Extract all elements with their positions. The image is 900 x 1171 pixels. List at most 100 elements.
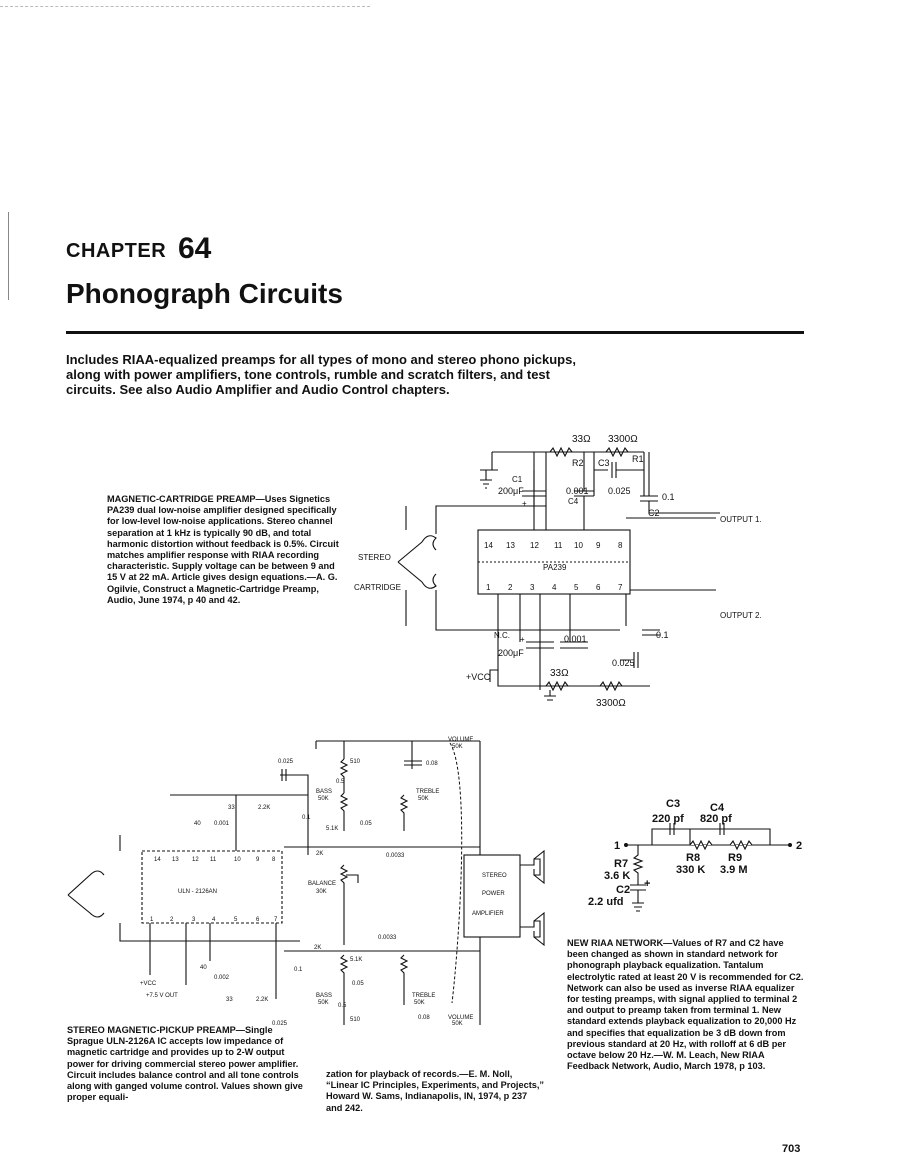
label-treble-bot: TREBLE xyxy=(412,993,435,999)
label-c2: C2 xyxy=(648,508,660,518)
label-r7-val: 3.6 K xyxy=(604,870,630,882)
ic2-pin-3: 3 xyxy=(192,917,196,923)
label-cartridge: CARTRIDGE xyxy=(354,583,401,592)
capacitor-network xyxy=(664,823,734,835)
label-r22k: 2.2K xyxy=(258,805,270,811)
caption-title-2: STEREO MAGNETIC-PICKUP PREAMP xyxy=(67,1025,236,1035)
terminal-1: 1 xyxy=(614,840,620,852)
label-c0001: 0.001 xyxy=(214,821,230,827)
chapter-number: 64 xyxy=(178,232,212,265)
resistor-r2 xyxy=(549,446,573,458)
label-treble-val: 50K xyxy=(418,796,429,802)
caption-body-3: zation for playback of records.—E. M. No… xyxy=(326,1069,545,1113)
pin-14: 14 xyxy=(484,541,493,550)
ic-uln2126an xyxy=(141,850,283,924)
label-r2: R2 xyxy=(572,458,584,468)
label-volume-top: VOLUME xyxy=(448,737,473,743)
label-c4-riaa: C4 xyxy=(710,802,725,814)
ic2-pin-9: 9 xyxy=(256,857,260,863)
ic2-pin-4: 4 xyxy=(212,917,216,923)
label-c3-val: 220 pf xyxy=(652,813,684,825)
caption-stereo-magnetic-pickup-preamp: STEREO MAGNETIC-PICKUP PREAMP—Single Spr… xyxy=(67,1025,305,1103)
stereo-power-amplifier xyxy=(463,854,521,938)
label-c-bot3: 0.025 xyxy=(612,658,635,668)
ic2-pin-11: 11 xyxy=(210,857,217,863)
label-c2-riaa: C2 xyxy=(616,884,630,896)
pin-10: 10 xyxy=(574,541,583,550)
caption-title-4: NEW RIAA NETWORK xyxy=(567,938,664,948)
label-r2k-top: 2K xyxy=(316,851,323,857)
label-treble: TREBLE xyxy=(416,789,439,795)
ic2-pin-5: 5 xyxy=(234,917,238,923)
schematic-uln2126a-preamp: VOLUME 50K 510 0.08 0.5 BASS 50K TREBLE … xyxy=(67,737,545,1027)
pin-12: 12 xyxy=(530,541,539,550)
pin-7: 7 xyxy=(618,583,623,592)
label-c3: C3 xyxy=(598,458,610,468)
label-c002: 0.002 xyxy=(214,975,230,981)
schematic-pa239-preamp: 33Ω 3300Ω R2 R1 C3 C1 200μF 0.001 C4 0.0… xyxy=(354,434,762,709)
pin-5: 5 xyxy=(574,583,579,592)
label-plus-bot: + xyxy=(520,635,525,644)
ic2-top-pins: 14 13 12 11 10 9 8 xyxy=(154,857,276,863)
label-r8: R8 xyxy=(686,852,700,864)
ic2-pin-10: 10 xyxy=(234,857,241,863)
label-c4-val: 820 pf xyxy=(700,813,732,825)
label-c005: 0.05 xyxy=(360,821,372,827)
label-stereo: STEREO xyxy=(358,553,391,562)
caption-title: MAGNETIC-CARTRIDGE PREAMP xyxy=(107,494,256,504)
label-amp-stereo: STEREO xyxy=(482,873,507,879)
label-c01: 0.1 xyxy=(302,815,311,821)
ic2-pin-13: 13 xyxy=(172,857,179,863)
label-r510-bot: 510 xyxy=(350,1017,361,1023)
pin-6: 6 xyxy=(596,583,601,592)
label-r-top-b: 3300Ω xyxy=(608,434,638,445)
label-r8-val: 330 K xyxy=(676,864,705,876)
caption-stereo-preamp-continued: zation for playback of records.—E. M. No… xyxy=(326,1069,546,1114)
label-c01-bot: 0.1 xyxy=(294,967,303,973)
label-c2-val: 2.2 ufd xyxy=(588,896,623,908)
label-c0025-bot: 0.025 xyxy=(272,1021,288,1027)
label-c3-riaa: C3 xyxy=(666,798,680,810)
pin-2: 2 xyxy=(508,583,513,592)
speaker-icon xyxy=(520,849,545,947)
pin-3: 3 xyxy=(530,583,535,592)
ic2-pin-2: 2 xyxy=(170,917,174,923)
ic2-pin-8: 8 xyxy=(272,857,276,863)
pin-9: 9 xyxy=(596,541,601,550)
caption-body-4: —Values of R7 and C2 have been changed a… xyxy=(567,938,804,1072)
ic-label: PA239 xyxy=(543,563,567,572)
ic2-pin-6: 6 xyxy=(256,917,260,923)
label-output-1: OUTPUT 1. xyxy=(720,515,762,524)
label-c4: C4 xyxy=(568,497,579,506)
terminal-2: 2 xyxy=(796,840,802,852)
schematic-riaa-network: C3 C4 220 pf 820 pf 1 2 R8 R9 330 K 3.9 … xyxy=(588,798,802,912)
label-c08-bot: 0.08 xyxy=(418,1015,430,1021)
label-r40-bot: 40 xyxy=(200,965,207,971)
label-r33-bot: 33 xyxy=(226,997,233,1003)
caption-new-riaa-network: NEW RIAA NETWORK—Values of R7 and C2 hav… xyxy=(567,938,807,1072)
ic2-pin-1: 1 xyxy=(150,917,154,923)
label-c005-bot: 0.05 xyxy=(352,981,364,987)
label-r40: 40 xyxy=(194,821,201,827)
label-c2-plus: + xyxy=(644,878,650,890)
label-c00033-top: 0.0033 xyxy=(386,853,405,859)
label-out: +7.5 V OUT xyxy=(146,993,178,999)
label-bass-bot-val: 50K xyxy=(318,1000,329,1006)
ic-label-2: ULN - 2126AN xyxy=(178,889,217,895)
label-output-2: OUTPUT 2. xyxy=(720,611,762,620)
label-c4-val: 0.001 xyxy=(566,486,589,496)
label-r-bot-a: 33Ω xyxy=(550,668,569,679)
ic2-bottom-pins: 1 2 3 4 5 6 7 xyxy=(150,917,278,923)
chapter-intro: Includes RIAA-equalized preamps for all … xyxy=(66,352,576,397)
caption-body-2: —Single Sprague ULN-2126A IC accepts low… xyxy=(67,1025,303,1103)
capacitor-c3 xyxy=(594,462,645,496)
label-r33: 33 xyxy=(228,805,235,811)
ic2-pin-12: 12 xyxy=(192,857,199,863)
label-vcc: +VCC xyxy=(466,672,491,682)
pin-8: 8 xyxy=(618,541,623,550)
label-c08: 0.08 xyxy=(426,761,438,767)
label-r51k: 5.1K xyxy=(326,826,338,832)
label-bass: BASS xyxy=(316,789,332,795)
label-volume-bot-val: 50K xyxy=(452,1021,463,1027)
label-r7: R7 xyxy=(614,858,628,870)
